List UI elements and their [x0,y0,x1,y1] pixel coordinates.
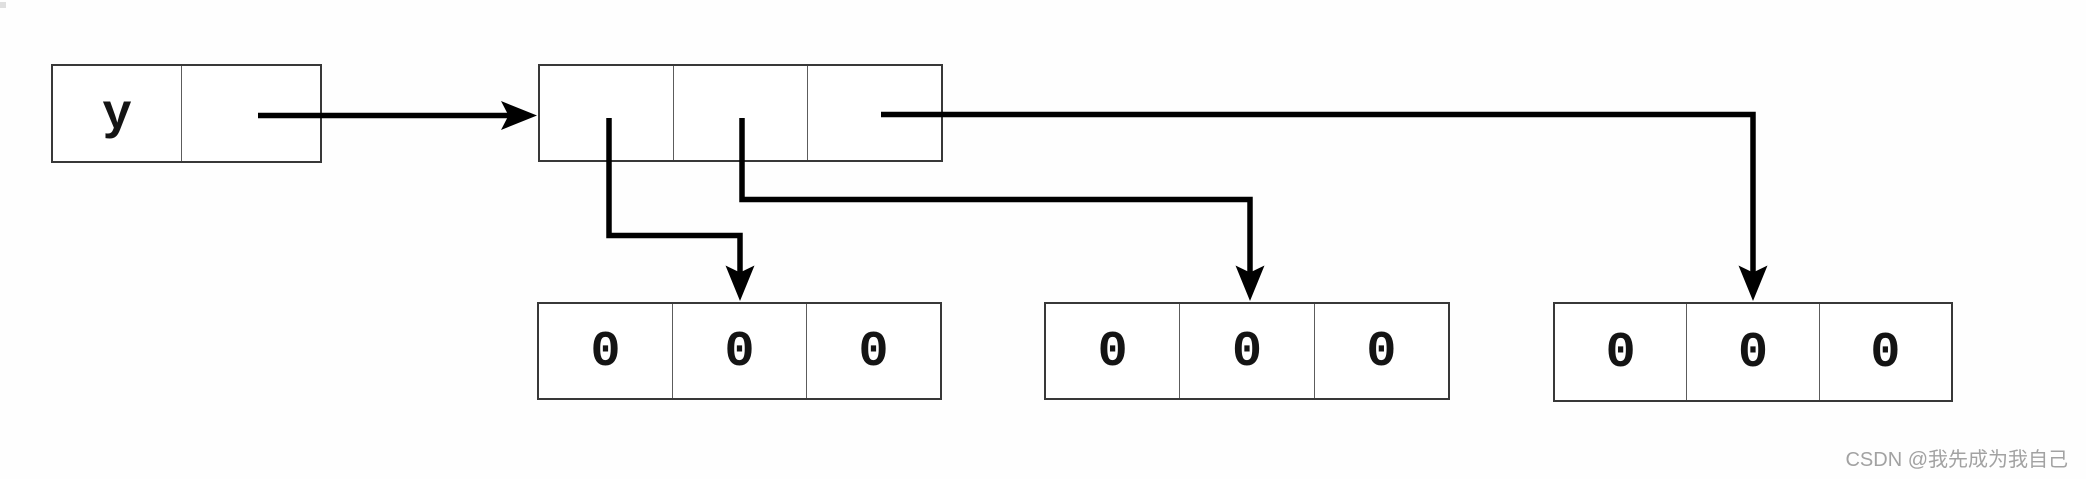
inner-list-2-value-1: 0 [1737,325,1768,382]
arrow-cell2-to-inner2-line [881,111,1756,273]
inner-list-1-cell-2: 0 [1315,304,1448,398]
variable-box: y [51,64,322,163]
inner-list-2-value-2: 0 [1870,325,1901,382]
variable-name-cell: y [53,66,182,161]
corner-artifact [0,2,6,8]
outer-list-box [538,64,943,162]
inner-list-2-cell-0: 0 [1555,304,1688,400]
inner-list-1-value-2: 0 [1366,324,1397,381]
outer-list-cell-0 [540,66,674,160]
inner-list-0-cell-1: 0 [673,304,807,398]
arrow-cell1-to-inner1-head [1235,265,1265,301]
inner-list-1-cell-1: 0 [1180,304,1315,398]
watermark-text: CSDN @我先成为我自己 [1845,449,2068,471]
arrow-y-to-outer-list-head [501,101,537,130]
arrow-cell2-to-inner2-head [1738,265,1768,301]
outer-list-cell-2 [808,66,941,160]
inner-list-2-cell-1: 0 [1687,304,1820,400]
inner-list-0-value-0: 0 [590,324,621,381]
inner-list-0-value-2: 0 [858,324,889,381]
inner-list-0-value-1: 0 [724,324,755,381]
inner-list-1-cell-0: 0 [1046,304,1181,398]
inner-list-1-value-1: 0 [1231,324,1262,381]
inner-list-2-value-0: 0 [1605,325,1636,382]
inner-list-0-cell-0: 0 [539,304,673,398]
variable-pointer-cell [182,66,320,161]
inner-list-box-1: 0 0 0 [1044,302,1450,400]
inner-list-1-value-0: 0 [1097,324,1128,381]
inner-list-box-2: 0 0 0 [1553,302,1953,402]
inner-list-box-0: 0 0 0 [537,302,942,400]
inner-list-2-cell-2: 0 [1820,304,1951,400]
arrow-cell0-to-inner0-head [725,265,755,301]
inner-list-0-cell-2: 0 [807,304,940,398]
variable-label: y [101,86,132,144]
outer-list-cell-1 [674,66,808,160]
